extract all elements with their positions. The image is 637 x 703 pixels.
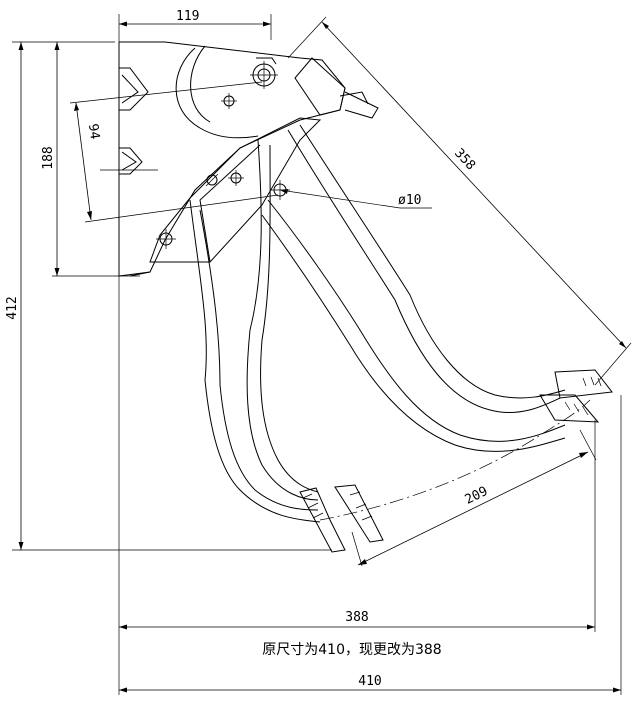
- dim-358: 358: [451, 146, 478, 173]
- holes: [100, 57, 290, 249]
- bracket: [118, 41, 379, 277]
- pedal-arm-right: [261, 124, 613, 452]
- dim-188: 188: [41, 146, 56, 169]
- hole-4: [270, 180, 290, 200]
- hole-5: [156, 229, 176, 249]
- dim-388: 388: [345, 610, 368, 625]
- dim-119: 119: [176, 9, 199, 24]
- dim-94: 94: [85, 123, 102, 141]
- pedal-arm-left: [189, 139, 384, 553]
- hole-2: [205, 173, 219, 187]
- change-note: 原尺寸为410，现更改为388: [262, 642, 441, 658]
- dim-412: 412: [5, 296, 20, 319]
- swing-arc: [319, 399, 591, 521]
- dimension-lines: [12, 14, 632, 695]
- hole-1: [221, 93, 237, 109]
- hole-3: [228, 170, 244, 186]
- dim-410: 410: [358, 674, 381, 689]
- dimension-texts: 119 412 188 94 358 ø10 209 388 410 原尺寸为4…: [5, 9, 490, 689]
- pivot-bolt: [250, 57, 278, 89]
- dim-phi10: ø10: [398, 193, 421, 208]
- dim-209: 209: [463, 484, 491, 508]
